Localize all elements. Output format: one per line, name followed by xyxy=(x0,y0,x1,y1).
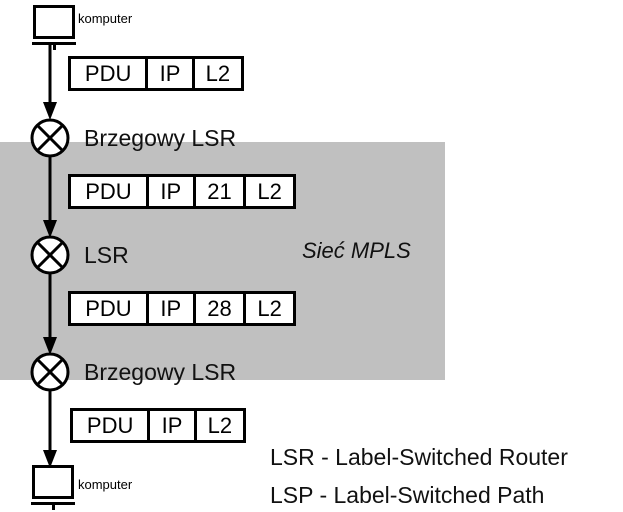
computer-base xyxy=(31,502,75,505)
computer-bottom-label: komputer xyxy=(78,477,133,492)
packet-2-cell-pdu: PDU xyxy=(71,177,149,206)
packet-4-cell-l2: L2 xyxy=(196,411,243,440)
arrow-computer-to-edge-lsr-top xyxy=(43,44,57,120)
packet-4: PDU IP L2 xyxy=(70,408,246,443)
packet-1: PDU IP L2 xyxy=(68,56,244,91)
router-icon-core-lsr xyxy=(30,235,70,275)
computer-base xyxy=(32,42,76,45)
arrow-core-lsr-to-edge-lsr-bottom xyxy=(43,273,57,355)
edge-lsr-top-label: Brzegowy LSR xyxy=(84,125,237,151)
packet-4-cell-pdu: PDU xyxy=(73,411,151,440)
arrow-edge-lsr-top-to-core-lsr xyxy=(43,156,57,238)
computer-screen xyxy=(33,5,75,39)
computer-stem xyxy=(53,45,56,50)
packet-1-cell-pdu: PDU xyxy=(71,59,149,88)
packet-2-cell-ip: IP xyxy=(148,177,196,206)
packet-1-cell-l2: L2 xyxy=(194,59,241,88)
mpls-network-label: Sieć MPLS xyxy=(302,238,411,263)
edge-lsr-bottom-label: Brzegowy LSR xyxy=(84,359,237,385)
packet-2-cell-l2: L2 xyxy=(246,177,293,206)
core-lsr-label: LSR xyxy=(84,242,129,268)
packet-1-cell-ip: IP xyxy=(148,59,195,88)
computer-top-label: komputer xyxy=(78,11,133,26)
router-icon-edge-lsr-top xyxy=(30,118,70,158)
legend-item-lsp: LSP - Label-Switched Path xyxy=(270,482,545,508)
arrow-edge-lsr-bottom-to-computer xyxy=(43,390,57,468)
router-icon-edge-lsr-bottom xyxy=(30,352,70,392)
packet-2-cell-label: 21 xyxy=(195,177,247,206)
packet-3-cell-ip: IP xyxy=(148,294,196,323)
legend-item-lsr: LSR - Label-Switched Router xyxy=(270,444,568,470)
computer-stem xyxy=(52,505,55,510)
packet-2: PDU IP 21 L2 xyxy=(68,174,296,209)
packet-3: PDU IP 28 L2 xyxy=(68,291,296,326)
packet-3-cell-pdu: PDU xyxy=(71,294,149,323)
packet-3-cell-label: 28 xyxy=(195,294,247,323)
computer-screen xyxy=(32,465,74,499)
packet-3-cell-l2: L2 xyxy=(246,294,293,323)
packet-4-cell-ip: IP xyxy=(150,411,197,440)
